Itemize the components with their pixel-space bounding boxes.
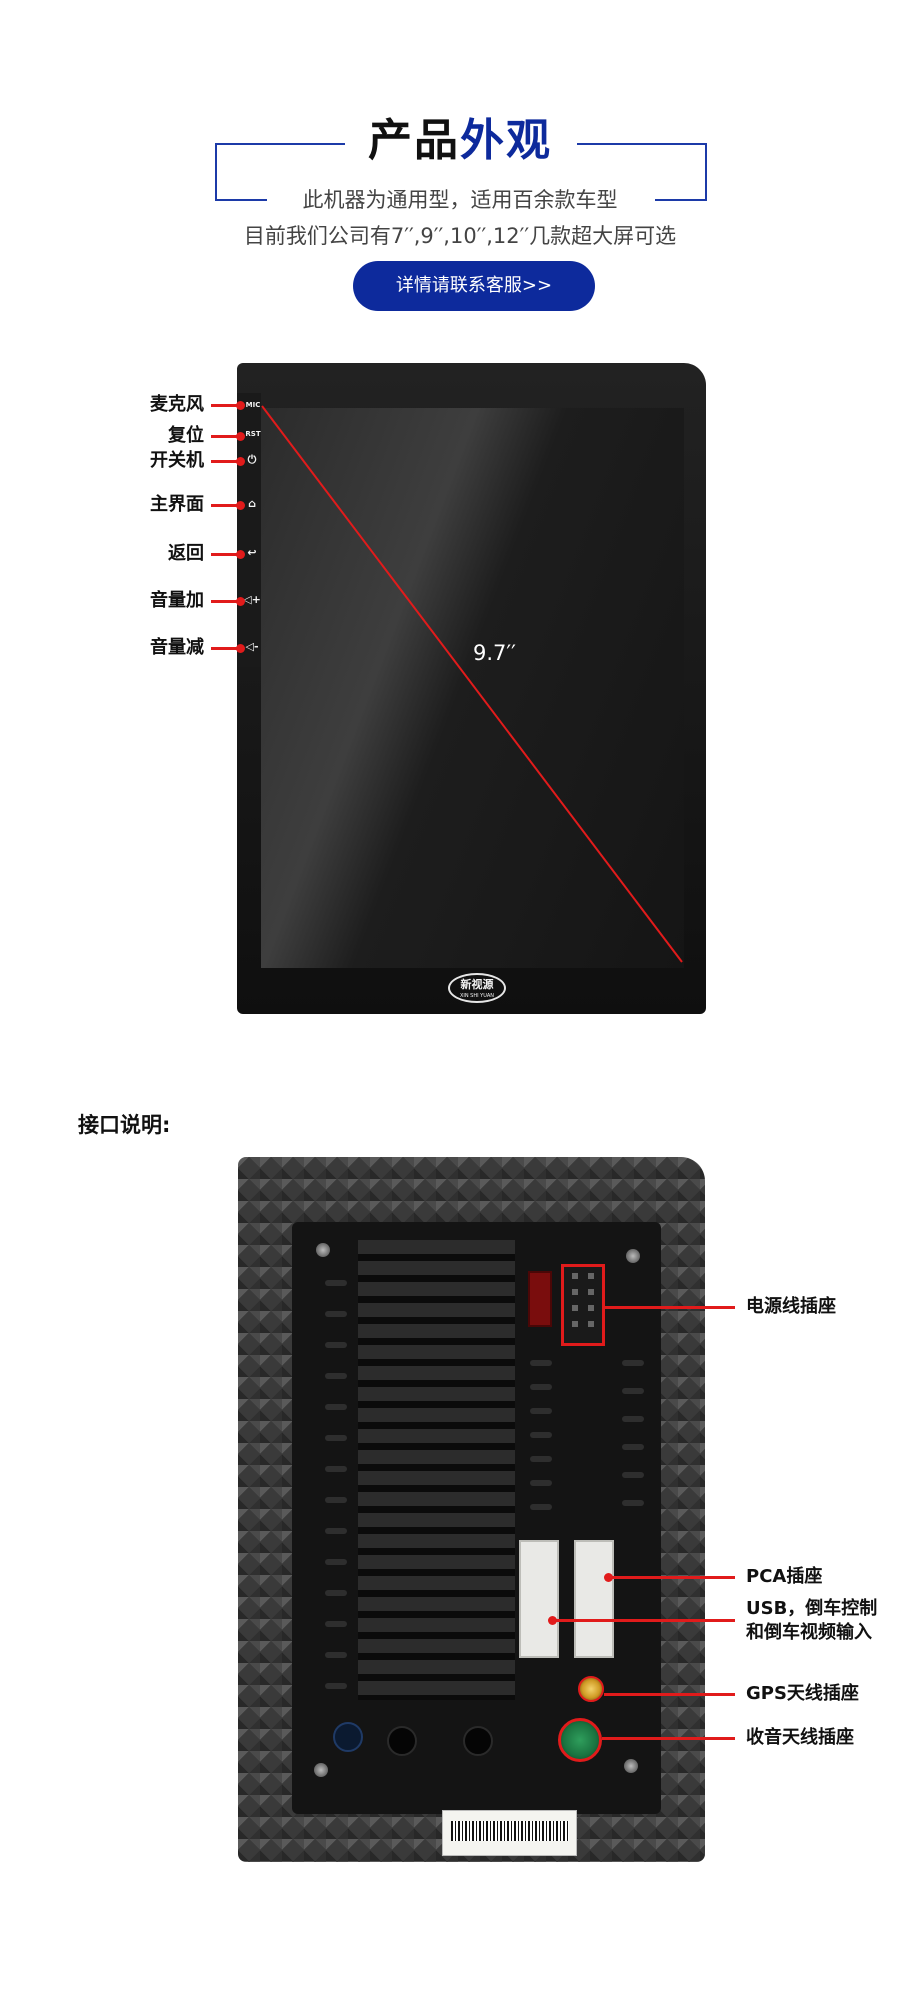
screw-bottom-left: [314, 1763, 328, 1777]
callout-usb-line1: USB，倒车控制: [746, 1598, 878, 1619]
back-icon[interactable]: ↩: [247, 546, 257, 559]
screen-size-label: 9.7′′: [473, 641, 516, 665]
device-screen: [261, 408, 684, 968]
brand-logo: 新视源 XIN SHI YUAN: [448, 973, 506, 1003]
callout-usb-dot: [548, 1616, 557, 1625]
interface-section-title: 接口说明:: [78, 1113, 171, 1137]
callout-volume-up-line: [211, 600, 240, 603]
callout-volume-down: 音量减: [150, 637, 204, 658]
callout-volume-up-dot: [236, 597, 245, 606]
callout-gps: GPS天线插座: [746, 1683, 859, 1704]
fuse: [528, 1271, 552, 1327]
callout-power-socket-line: [605, 1306, 735, 1309]
page-title-part1: 产品: [368, 115, 460, 166]
serial-sticker: [442, 1810, 577, 1856]
screw-top-left: [316, 1243, 330, 1257]
callout-mic: 麦克风: [150, 394, 204, 415]
header-frame-top-right: [577, 143, 707, 145]
callout-mic-line: [211, 404, 240, 407]
callout-volume-down-line: [211, 647, 240, 650]
rst-icon: RST: [245, 430, 261, 438]
contact-service-button[interactable]: 详情请联系客服>>: [353, 261, 595, 311]
header-frame-bottom-left: [215, 199, 267, 201]
callout-radio: 收音天线插座: [746, 1727, 854, 1748]
home-icon[interactable]: ⌂: [248, 497, 256, 510]
header-frame-left: [215, 143, 217, 201]
brand-logo-subtext: XIN SHI YUAN: [459, 993, 495, 999]
callout-back: 返回: [168, 543, 204, 564]
volume-down-icon[interactable]: ◁-: [245, 640, 259, 653]
page-title: 产品外观: [0, 112, 920, 170]
callout-volume-down-dot: [236, 644, 245, 653]
callout-gps-line: [604, 1693, 735, 1696]
callout-power-socket: 电源线插座: [746, 1296, 836, 1317]
callout-power-dot: [236, 457, 245, 466]
callout-reset-line: [211, 435, 240, 438]
subtitle-line1: 此机器为通用型，适用百余款车型: [302, 188, 618, 212]
power-socket: [561, 1264, 605, 1346]
usb-reverse-socket: [519, 1540, 559, 1658]
gps-antenna-socket: [578, 1676, 604, 1702]
callout-pca-line: [610, 1576, 735, 1579]
callout-power: 开关机: [150, 450, 204, 471]
brand-logo-text: 新视源: [460, 978, 494, 991]
callout-home: 主界面: [150, 494, 204, 515]
pca-socket: [574, 1540, 614, 1658]
header-frame-right: [705, 143, 707, 201]
subtitle-line2: 目前我们公司有7′′,9′′,10′′,12′′几款超大屏可选: [243, 224, 677, 248]
screw-bottom-right: [624, 1759, 638, 1773]
power-icon[interactable]: ⏻: [247, 453, 257, 466]
volume-up-icon[interactable]: ◁+: [243, 593, 261, 606]
callout-power-line: [211, 460, 240, 463]
callout-volume-up: 音量加: [150, 590, 204, 611]
mic-icon: MIC: [245, 401, 261, 409]
barcode: [451, 1821, 569, 1841]
callout-back-dot: [236, 550, 245, 559]
back-hole-2: [463, 1726, 493, 1756]
callout-mic-dot: [236, 401, 245, 410]
callout-home-line: [211, 504, 240, 507]
callout-back-line: [211, 553, 240, 556]
callout-pca-dot: [604, 1573, 613, 1582]
radio-antenna-socket: [558, 1718, 602, 1762]
header-frame-top-left: [215, 143, 345, 145]
callout-usb-line2: 和倒车视频输入: [746, 1622, 872, 1643]
page-title-part2: 外观: [460, 115, 552, 166]
back-hole-1: [387, 1726, 417, 1756]
screw-top-right: [626, 1249, 640, 1263]
callout-radio-line: [602, 1737, 735, 1740]
callout-reset: 复位: [168, 425, 204, 446]
back-hole-3: [333, 1722, 363, 1752]
heatsink: [358, 1240, 515, 1700]
callout-reset-dot: [236, 432, 245, 441]
callout-pca: PCA插座: [746, 1566, 823, 1587]
header-frame-bottom-right: [655, 199, 707, 201]
callout-home-dot: [236, 501, 245, 510]
callout-usb-line: [555, 1619, 735, 1622]
